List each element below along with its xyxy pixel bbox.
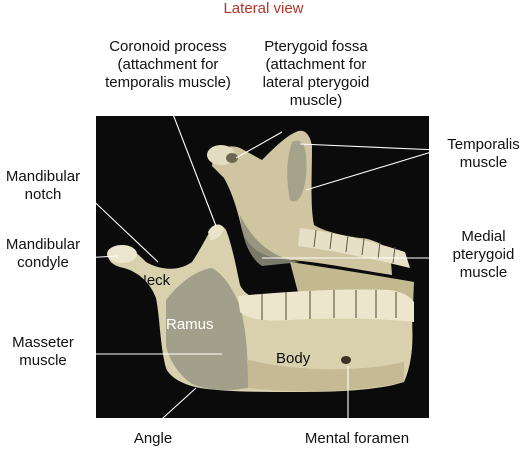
label-angle: Angle bbox=[133, 430, 173, 447]
temporalis-leader-lower bbox=[305, 149, 439, 191]
near-teeth-gaps bbox=[261, 290, 397, 320]
coronoid-leader bbox=[165, 95, 217, 227]
temporalis-muscle-area bbox=[287, 140, 307, 202]
angle-leader bbox=[151, 387, 197, 429]
mandibular-notch-leader bbox=[81, 189, 159, 263]
label-mandibular-condyle: Mandibular condyle bbox=[5, 236, 81, 271]
label-coronoid-process: Coronoid process (attachment for tempora… bbox=[105, 38, 231, 91]
mental-foramen-hole bbox=[341, 356, 351, 364]
label-neck: Neck bbox=[136, 272, 171, 289]
medial-pterygoid-area bbox=[240, 215, 300, 266]
temporalis-leader-upper bbox=[299, 143, 439, 151]
body-shading bbox=[248, 360, 404, 392]
near-teeth-row bbox=[238, 289, 414, 322]
near-side-mandible bbox=[107, 224, 414, 392]
label-masseter-muscle: Masseter muscle bbox=[12, 334, 74, 369]
label-mental-foramen: Mental foramen bbox=[304, 430, 410, 447]
pterygoid-fossa-leader bbox=[235, 131, 283, 159]
label-body: Body bbox=[276, 350, 311, 367]
label-medial-pterygoid-muscle: Medial pterygoid muscle bbox=[452, 228, 515, 281]
coronoid-process-tip bbox=[208, 224, 224, 240]
far-teeth-gaps bbox=[313, 229, 396, 264]
label-temporalis-muscle: Temporalis muscle bbox=[447, 136, 520, 171]
pterygoid-fossa-hollow bbox=[226, 153, 238, 163]
label-mandibular-notch: Mandibular notch bbox=[5, 168, 81, 203]
label-pterygoid-fossa: Pterygoid fossa (attachment for lateral … bbox=[262, 38, 370, 109]
mandibular-condyle-leader bbox=[81, 255, 119, 259]
label-ramus: Ramus bbox=[166, 316, 214, 333]
figure-title: Lateral view bbox=[223, 0, 304, 17]
near-condyle bbox=[107, 245, 137, 263]
masseter-muscle-area bbox=[166, 268, 248, 391]
leader-lines bbox=[81, 95, 439, 429]
